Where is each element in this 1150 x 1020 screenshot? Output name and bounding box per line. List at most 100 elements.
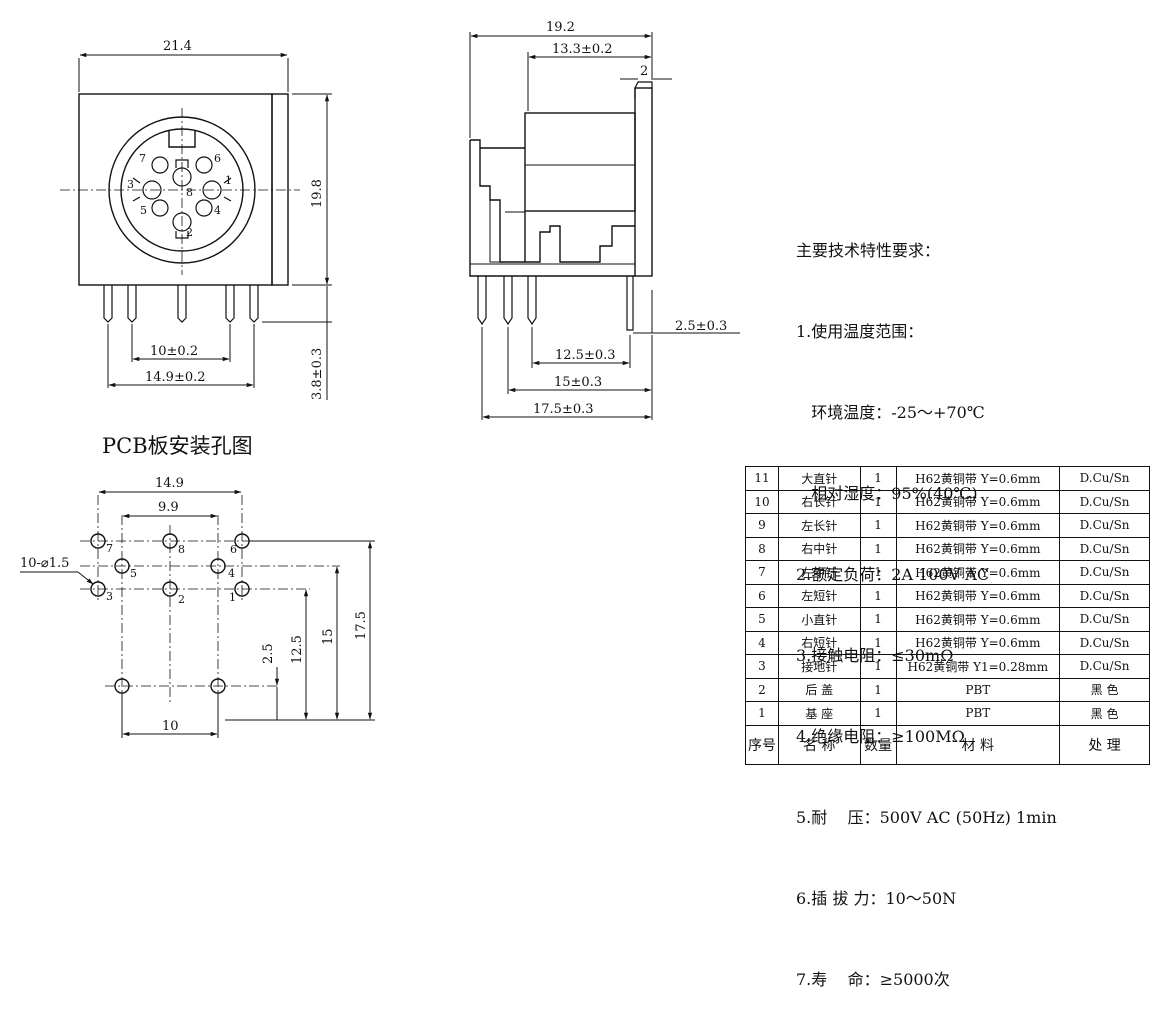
bom-cell-no: 3 — [745, 654, 779, 679]
bom-cell-material: H62黄铜带 Y=0.6mm — [895, 513, 1061, 538]
side-body-top — [524, 112, 636, 212]
bom-cell-qty: 1 — [859, 677, 897, 702]
pin-contacts — [132, 156, 232, 239]
bom-cell-material: PBT — [895, 677, 1061, 702]
bom-cell-finish: 黑 色 — [1059, 701, 1150, 726]
bom-cell-material: H62黄铜带 Y=0.6mm — [895, 536, 1061, 561]
bom-cell-finish: D.Cu/Sn — [1059, 489, 1150, 514]
bom-cell-name: 右短针 — [777, 630, 861, 655]
pin-number-6: 6 — [214, 152, 221, 165]
side-pins — [477, 276, 634, 331]
bom-cell-finish: D.Cu/Sn — [1059, 630, 1150, 655]
bom-header-name: 名 称 — [777, 724, 861, 765]
spec-item: 6.插 拔 力：10～50N — [796, 889, 957, 908]
bom-cell-name: 左长针 — [777, 513, 861, 538]
dim-pin-spacing-10: 10±0.2 — [150, 344, 198, 359]
dim-pcb-9-9: 9.9 — [158, 500, 179, 515]
pcb-number-5: 5 — [130, 567, 137, 580]
bom-cell-no: 11 — [745, 466, 779, 491]
dim-side-17-5: 17.5±0.3 — [533, 402, 594, 417]
bom-header-no: 序号 — [745, 724, 779, 765]
dim-pin-spacing-14-9: 14.9±0.2 — [145, 370, 206, 385]
dim-side-12-5: 12.5±0.3 — [555, 348, 616, 363]
bom-cell-material: H62黄铜带 Y1=0.28mm — [895, 654, 1061, 679]
dim-side-overall: 19.2 — [546, 20, 575, 35]
dim-pcb-15: 15 — [321, 628, 336, 645]
bom-cell-qty: 1 — [859, 701, 897, 726]
bom-cell-name: 后 盖 — [777, 677, 861, 702]
bom-cell-material: H62黄铜带 Y=0.6mm — [895, 560, 1061, 585]
pin-number-7: 7 — [139, 152, 146, 165]
bom-cell-material: H62黄铜带 Y=0.6mm — [895, 466, 1061, 491]
bom-cell-no: 4 — [745, 630, 779, 655]
dim-pcb-2-5: 2.5 — [261, 643, 276, 664]
dim-front-width: 21.4 — [163, 39, 192, 54]
pcb-number-3: 3 — [106, 590, 113, 603]
dim-pcb-12-5: 12.5 — [290, 635, 305, 664]
bom-cell-qty: 1 — [859, 536, 897, 561]
bom-cell-finish: D.Cu/Sn — [1059, 560, 1150, 585]
bom-cell-no: 5 — [745, 607, 779, 632]
bom-header-row: 序号 名 称 数量 材 料 处 理 — [745, 724, 1150, 765]
bom-cell-name: 左短针 — [777, 583, 861, 608]
front-dimension-lines — [78, 52, 332, 400]
dim-pin-length: 3.8±0.3 — [310, 348, 325, 400]
bom-cell-finish: D.Cu/Sn — [1059, 466, 1150, 491]
pcb-number-8: 8 — [178, 543, 185, 556]
dim-pcb-14-9: 14.9 — [155, 476, 184, 491]
bom-header-finish: 处 理 — [1059, 724, 1150, 765]
dim-pcb-10: 10 — [162, 719, 179, 734]
pcb-pin-numbers: 1 2 3 4 5 6 7 8 — [106, 542, 237, 606]
pcb-title: PCB板安装孔图 — [102, 434, 253, 458]
pcb-number-4: 4 — [228, 567, 235, 580]
bom-cell-no: 1 — [745, 701, 779, 726]
front-pin-numbers: 1 2 3 4 5 6 7 8 — [127, 152, 232, 239]
bom-cell-qty: 1 — [859, 583, 897, 608]
dim-side-13-3: 13.3±0.2 — [552, 42, 613, 57]
bom-cell-name: 右中针 — [777, 536, 861, 561]
front-pins — [103, 285, 259, 323]
dim-side-2-5: 2.5±0.3 — [675, 319, 727, 334]
connector-drawing: 1 2 3 4 5 6 7 8 21.4 19.8 10±0.2 14.9±0.… — [20, 20, 740, 738]
bom-header-material: 材 料 — [895, 724, 1061, 765]
spec-heading: 主要技术特性要求： — [796, 241, 941, 260]
bom-cell-name: 右长针 — [777, 489, 861, 514]
bom-cell-name: 小直针 — [777, 607, 861, 632]
dim-pcb-hole: 10-⌀1.5 — [20, 556, 69, 571]
pin-number-2: 2 — [186, 226, 193, 239]
bom-cell-name: 左中针 — [777, 560, 861, 585]
pcb-number-2: 2 — [178, 593, 185, 606]
bom-cell-finish: 黑 色 — [1059, 677, 1150, 702]
side-dimension-lines — [469, 32, 740, 420]
pcb-dimension-lines — [20, 489, 375, 738]
bom-cell-finish: D.Cu/Sn — [1059, 536, 1150, 561]
bom-cell-no: 9 — [745, 513, 779, 538]
pin-number-5: 5 — [140, 204, 147, 217]
bom-cell-material: H62黄铜带 Y=0.6mm — [895, 630, 1061, 655]
bom-cell-qty: 1 — [859, 654, 897, 679]
bom-cell-material: H62黄铜带 Y=0.6mm — [895, 583, 1061, 608]
spec-item: 1.使用温度范围： — [796, 322, 924, 341]
pcb-hole-pattern: 1 2 3 4 5 6 7 8 — [20, 489, 375, 738]
bom-cell-name: 基 座 — [777, 701, 861, 726]
spec-item: 环境温度：-25～+70℃ — [796, 403, 985, 422]
bom-header-qty: 数量 — [859, 724, 897, 765]
dim-side-15: 15±0.3 — [554, 375, 602, 390]
pin-number-3: 3 — [127, 178, 134, 191]
pcb-number-1: 1 — [229, 591, 236, 604]
dim-side-2: 2 — [640, 64, 648, 79]
bom-cell-finish: D.Cu/Sn — [1059, 583, 1150, 608]
front-flange — [271, 93, 289, 286]
bom-cell-material: PBT — [895, 701, 1061, 726]
side-view — [469, 32, 740, 420]
pcb-number-7: 7 — [106, 542, 113, 555]
